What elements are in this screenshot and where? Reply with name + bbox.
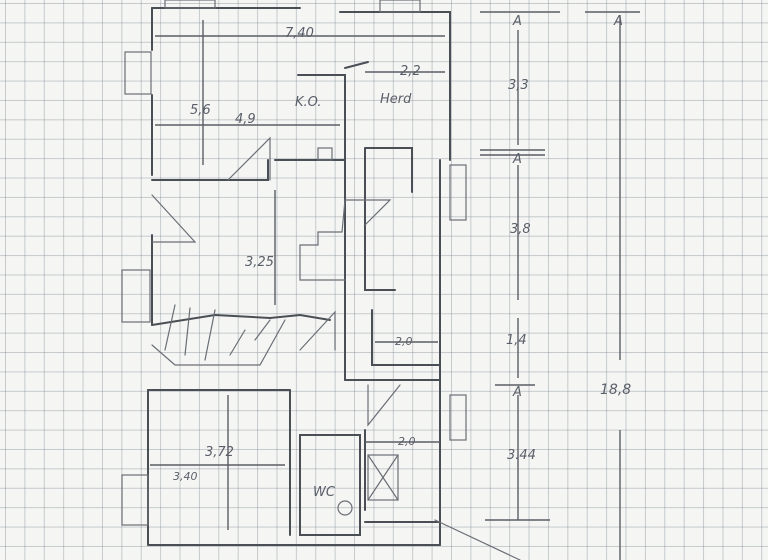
bath-width-label: 2,0 <box>398 435 416 448</box>
shower-symbol <box>367 454 399 501</box>
lower-room-width-label: 3,40 <box>173 470 198 483</box>
marker-a-1: A <box>513 14 522 29</box>
room-depth-label: 5,6 <box>190 103 211 118</box>
marker-a-total: A <box>614 14 623 29</box>
leader-line <box>434 519 521 560</box>
wc-label: WC <box>313 485 335 500</box>
internal-walls <box>147 61 441 536</box>
dim-total-label: 18,8 <box>600 382 632 398</box>
room-width-label: 4,9 <box>235 112 256 127</box>
marker-a-3: A <box>513 385 522 400</box>
utility-width-label: 2,0 <box>395 335 413 348</box>
kitchen-label: K.O. <box>295 95 322 110</box>
dim-seg2-label: 3,8 <box>510 222 531 237</box>
windows <box>121 0 467 526</box>
overall-width-label: 7,40 <box>285 26 314 41</box>
marker-a-2: A <box>513 152 522 167</box>
dim-seg1-label: 3,3 <box>508 78 529 93</box>
dim-seg4-label: 3.44 <box>507 448 536 463</box>
lower-room-depth-label: 3,72 <box>205 445 234 460</box>
dim-seg3-label: 1,4 <box>506 333 527 348</box>
sink-symbol <box>317 147 333 161</box>
toilet-symbol <box>337 500 353 516</box>
stove-label: Herd <box>380 92 412 107</box>
kitchen-width-label: 2,2 <box>400 64 421 79</box>
dimension-lines <box>150 11 640 560</box>
hall-dim-label: 3,25 <box>245 255 274 270</box>
stairs <box>151 136 401 427</box>
